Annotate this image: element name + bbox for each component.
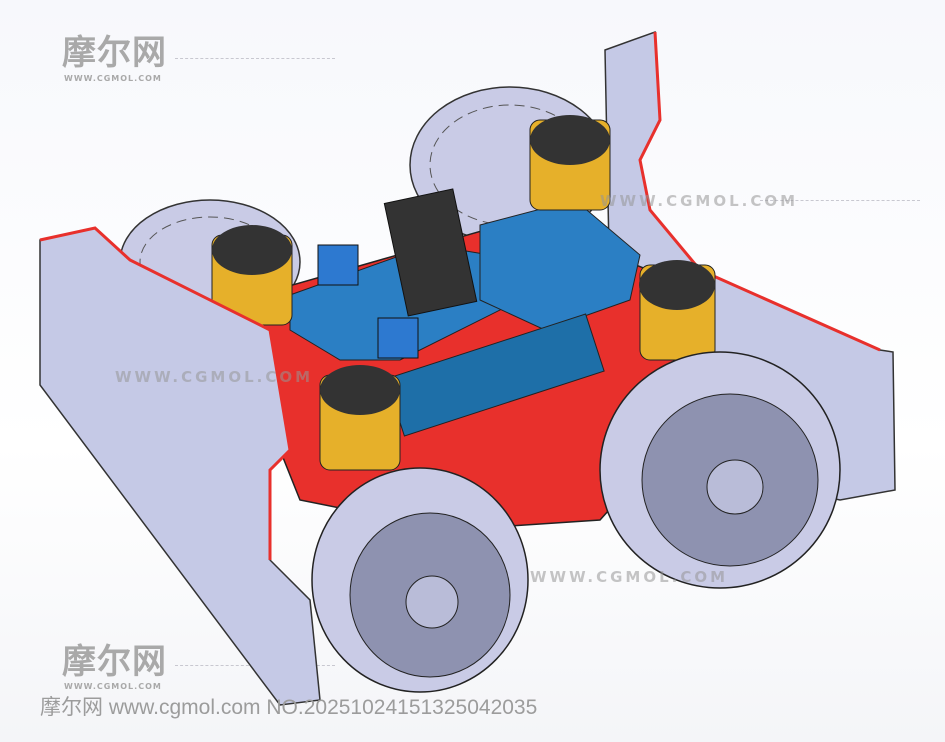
terminal-block	[377, 317, 419, 359]
watermark-footer: 摩尔网 www.cgmol.com NO.2025102415132504203…	[40, 691, 537, 721]
guard-edge-right	[638, 31, 881, 352]
watermark-logo: 摩尔网	[62, 33, 167, 73]
guide-line	[760, 200, 920, 201]
guard-edge-left	[39, 226, 292, 560]
footer-site: 摩尔网 www.cgmol.com	[40, 696, 261, 719]
watermark-url: WWW.CGMOL.COM	[530, 568, 729, 586]
watermark-url: WWW.CGMOL.COM	[600, 192, 799, 210]
watermark-url: WWW.CGMOL.COM	[115, 368, 314, 386]
watermark-logo: 摩尔网	[62, 642, 167, 682]
terminal-block	[317, 244, 359, 286]
guide-line	[175, 58, 335, 59]
motor	[319, 365, 401, 471]
wheel-front-left	[311, 467, 529, 693]
wheel-front-right	[599, 351, 841, 589]
footer-number: NO.20251024151325042035	[266, 696, 538, 719]
motor	[529, 115, 611, 211]
watermark-logo-sub: WWW.CGMOL.COM	[64, 74, 162, 83]
motor	[639, 260, 716, 361]
watermark-logo-sub: WWW.CGMOL.COM	[64, 682, 162, 691]
heatsink	[383, 188, 478, 317]
motor	[211, 225, 293, 326]
